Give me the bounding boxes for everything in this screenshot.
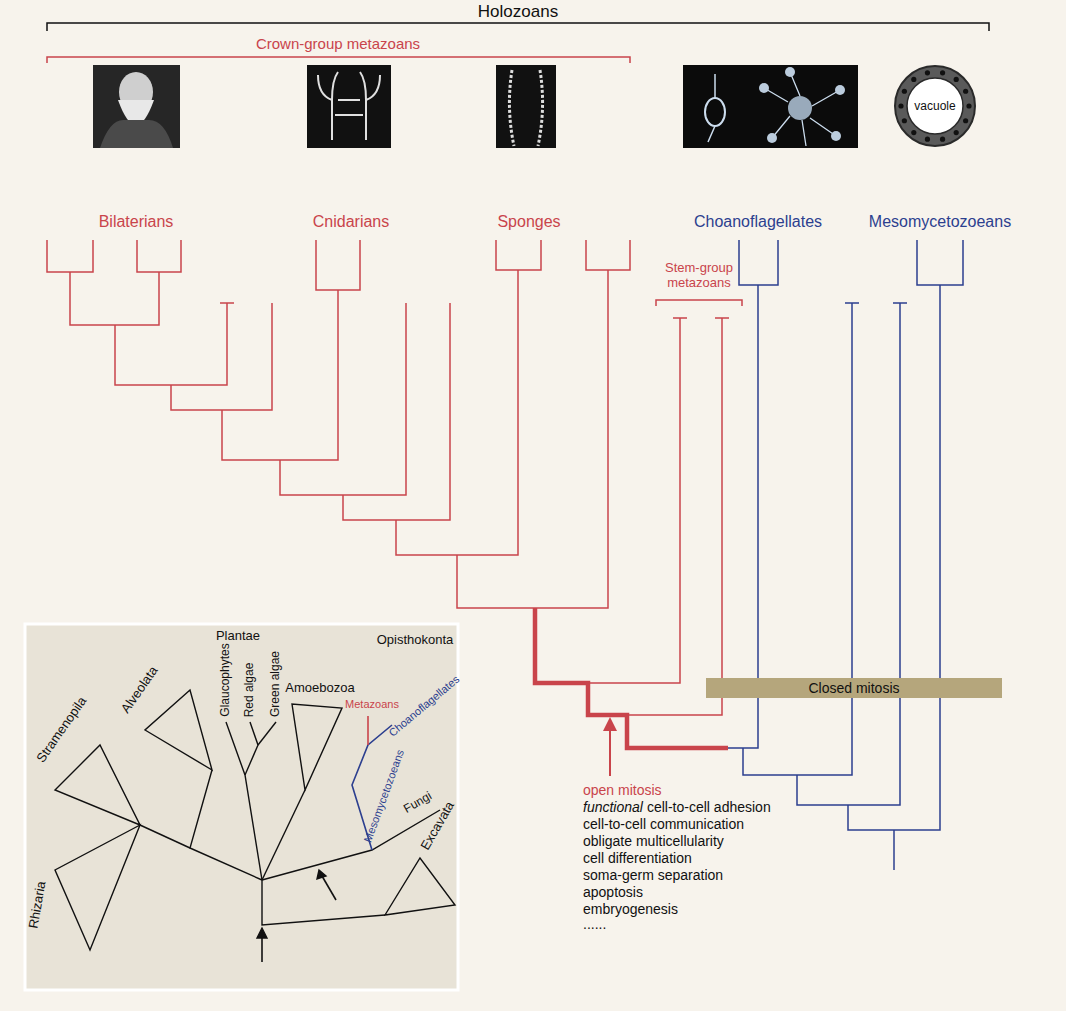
tree-label: Sponges — [497, 213, 560, 231]
tree-label: Opisthokonta — [377, 633, 454, 648]
tree-label: cell-to-cell adhesion — [647, 799, 771, 815]
tree-label: Amoebozoa — [285, 681, 354, 696]
tree-label: Bilaterians — [99, 213, 174, 231]
tree-label: Crown-group metazoans — [256, 35, 420, 52]
tree-label: Cnidarians — [313, 213, 389, 231]
tree-label: apoptosis — [583, 884, 643, 900]
tree-label: Glaucophytes — [219, 643, 233, 716]
cell-label: vacuole — [914, 99, 955, 113]
band-label: Closed mitosis — [808, 680, 899, 696]
tree-label: Choanoflagellates — [694, 213, 822, 231]
tree-label: Metazoans — [345, 698, 399, 711]
tree-label: Holozoans — [478, 2, 558, 22]
tree-label: Plantae — [216, 629, 260, 644]
tree-label: ...... — [583, 916, 606, 932]
tree-label: Red algae — [243, 663, 257, 718]
tree-label: open mitosis — [583, 782, 662, 798]
tree-label: Stem-group metazoans — [654, 261, 744, 291]
tree-label: embryogenesis — [583, 901, 678, 917]
vacuole-cell: vacuole — [893, 64, 977, 148]
trait-band: Closed mitosis — [706, 678, 1002, 698]
tree-label: obligate multicellularity — [583, 833, 724, 849]
tree-label: Green algae — [269, 651, 283, 717]
tree-label: soma-germ separation — [583, 867, 723, 883]
tree-label: Mesomycetozoeans — [869, 213, 1011, 231]
tree-label: functional — [583, 799, 643, 815]
tree-label: cell differentiation — [583, 850, 692, 866]
tree-label: cell-to-cell communication — [583, 816, 744, 832]
